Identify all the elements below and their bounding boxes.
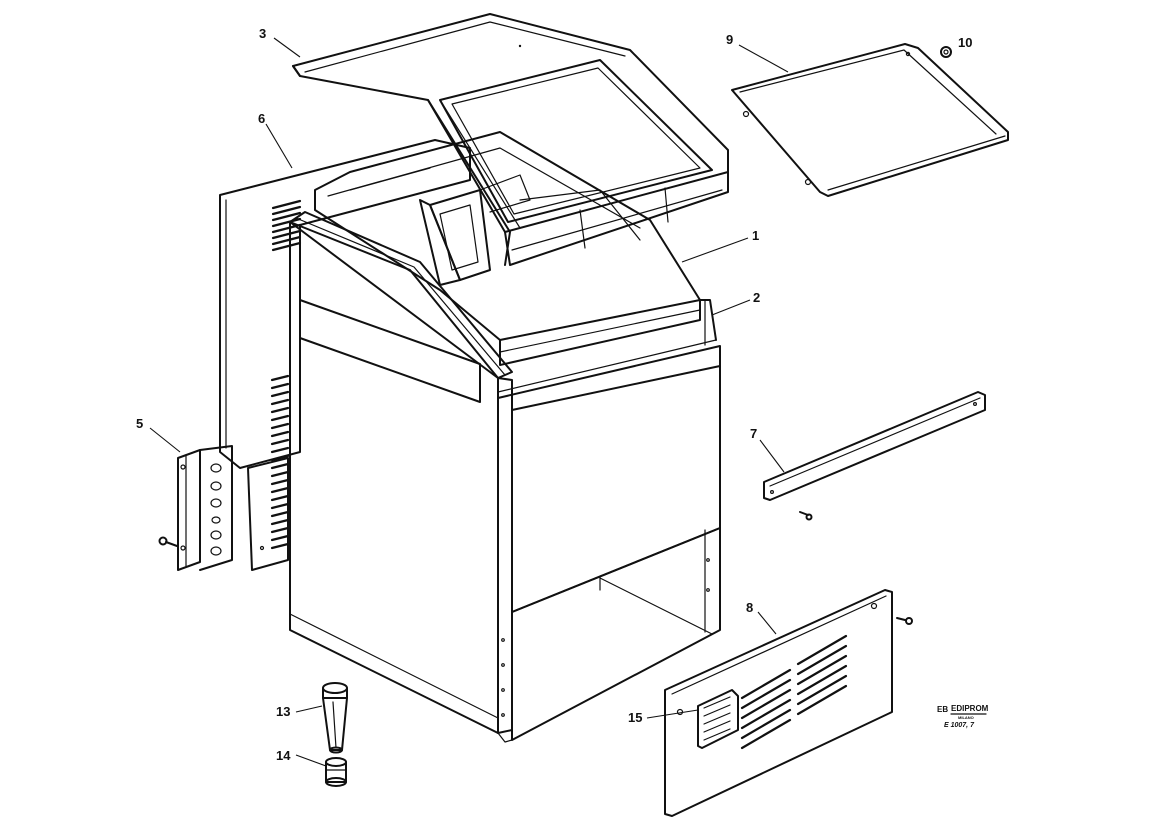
upper-bin — [314, 131, 717, 366]
rear-panel-vents-lower — [270, 374, 290, 550]
front-grille-panel — [664, 589, 893, 817]
callout-labels: 1 2 3 5 6 7 8 9 10 13 14 15 — [136, 26, 972, 763]
callout-13: 13 — [276, 704, 290, 719]
callout-6: 6 — [258, 111, 265, 126]
rail-strip — [763, 391, 986, 501]
control-plate — [697, 689, 739, 749]
callout-9: 9 — [726, 32, 733, 47]
leader-lines — [149, 37, 789, 767]
foot-adjuster — [325, 757, 347, 787]
grille-vents-right — [796, 634, 848, 716]
bracket-screw — [158, 536, 178, 547]
grille-vents-left — [740, 668, 792, 750]
callout-2: 2 — [753, 290, 760, 305]
callout-8: 8 — [746, 600, 753, 615]
rear-panel-vents-upper — [271, 199, 302, 252]
callout-14: 14 — [276, 748, 291, 763]
drawing-code: E 1007, 7 — [944, 722, 975, 729]
top-frame-lid — [292, 13, 729, 266]
publisher-city: MILANO — [958, 715, 974, 720]
cabinet-body — [289, 211, 721, 743]
callout-5: 5 — [136, 416, 143, 431]
grille-screw — [896, 617, 913, 625]
leveling-foot — [322, 682, 348, 754]
side-bracket — [177, 445, 233, 571]
publisher-logo-mark: EB — [937, 705, 948, 714]
rail-screw — [799, 511, 813, 521]
callout-7: 7 — [750, 426, 757, 441]
publisher-name: EDIPROM — [951, 704, 989, 713]
callout-15: 15 — [628, 710, 642, 725]
callout-10: 10 — [958, 35, 972, 50]
knob — [940, 46, 952, 58]
publisher-mark: EB EDIPROM MILANO E 1007, 7 — [937, 704, 989, 729]
top-side-panel — [731, 43, 1009, 197]
callout-3: 3 — [259, 26, 266, 41]
callout-1: 1 — [752, 228, 759, 243]
